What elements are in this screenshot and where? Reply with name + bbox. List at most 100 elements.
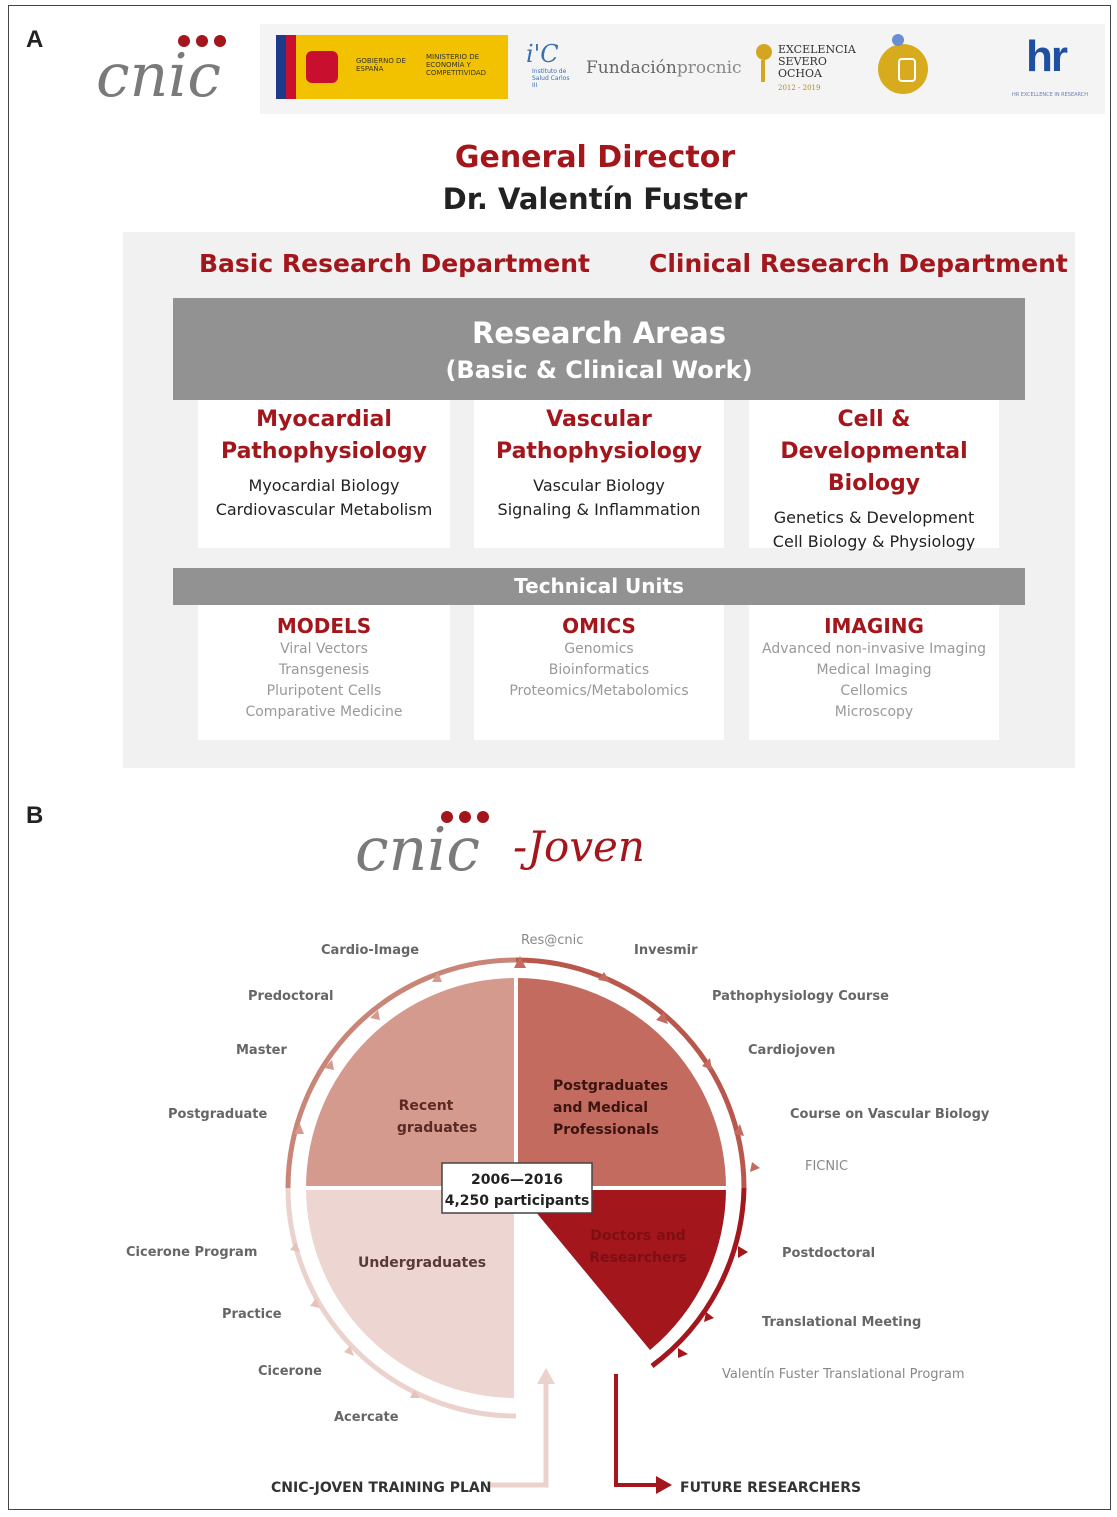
unit-title: MODELS (276, 614, 372, 638)
research-areas-header: Research Areas (Basic & Clinical Work) (173, 298, 1025, 400)
participants-box (441, 1162, 593, 1214)
cnic-joven-logo-dots (441, 808, 495, 827)
gobierno-text: GOBIERNO DE ESPAÑA (356, 57, 406, 73)
panel-b-label: B (26, 802, 44, 829)
cnic-joven-logo: cnic -Joven (355, 808, 685, 888)
area-title-line: Vascular (546, 407, 652, 432)
area-subtopic: Signaling & Inflammation (497, 500, 701, 519)
cnic-joven-logo-text: cnic (355, 815, 481, 885)
program-valentin-fuster-translational: Valentín Fuster Translational Program (722, 1367, 965, 1382)
isciii-text: Instituto de Salud Carlos III (532, 68, 570, 89)
program-ficnic: FICNIC (805, 1159, 848, 1174)
hr-excellence-logo: hr HR EXCELLENCE IN RESEARCH (1000, 32, 1100, 112)
spain-government-logo: GOBIERNO DE ESPAÑA MINISTERIO DE ECONOMÍ… (276, 35, 508, 99)
unit-item: Advanced non-invasive Imaging (761, 641, 986, 657)
area-title-line: Pathophysiology (496, 439, 702, 464)
excelencia-years: 2012 - 2019 (778, 84, 821, 92)
quadrant-undergraduates (306, 1188, 516, 1398)
excelencia-line: EXCELENCIA (778, 43, 856, 56)
unit-title: OMICS (562, 614, 636, 638)
years-label: 2006—2016 (471, 1172, 563, 1188)
area-subtopic: Myocardial Biology (248, 476, 400, 495)
cnic-logo: cnic (96, 30, 256, 110)
cnic-logo-text: cnic (96, 41, 222, 111)
technical-unit-models: MODELS Viral Vectors Transgenesis Plurip… (198, 605, 450, 740)
unit-item: Genomics (564, 641, 634, 657)
ring-ticks (514, 956, 760, 1172)
technical-units-header: Technical Units (173, 568, 1025, 605)
program-invesmir: Invesmir (634, 943, 698, 958)
unit-item: Medical Imaging (816, 662, 932, 678)
training-plan-label: CNIC-JOVEN TRAINING PLAN (271, 1480, 491, 1496)
undergraduates-label: Undergraduates (358, 1255, 486, 1271)
ministerio-text: MINISTERIO DE ECONOMÍA Y COMPETITIVIDAD (426, 53, 487, 77)
ring-postgrad (515, 957, 747, 1189)
isciii-mark-icon: i'C (526, 40, 559, 68)
unit-item: Pluripotent Cells (266, 683, 382, 699)
partner-logo-strip: GOBIERNO DE ESPAÑA MINISTERIO DE ECONOMÍ… (260, 24, 1105, 114)
unit-item: Bioinformatics (548, 662, 650, 678)
area-title-line: Biology (827, 471, 921, 496)
program-master: Master (236, 1043, 287, 1058)
unit-item: Comparative Medicine (245, 704, 403, 720)
excelencia-line: OCHOA (778, 67, 822, 80)
unit-item: Viral Vectors (280, 641, 368, 657)
program-practice: Practice (222, 1307, 282, 1322)
postgraduates-label: Professionals (553, 1122, 659, 1138)
participants-label: 4,250 participants (445, 1193, 590, 1209)
program-res-cnic: Res@cnic (521, 933, 583, 948)
severo-ochoa-logo: EXCELENCIA SEVERO OCHOA 2012 - 2019 (754, 38, 864, 104)
technical-unit-omics: OMICS Genomics Bioinformatics Proteomics… (474, 605, 724, 740)
area-subtopic: Genetics & Development (773, 508, 975, 527)
director-name: Dr. Valentín Fuster (442, 182, 748, 216)
unit-title: IMAGING (824, 614, 924, 638)
basic-research-department: Basic Research Department (199, 249, 590, 278)
training-plan-arrow (490, 1378, 549, 1488)
area-title-line: Cell & Developmental (780, 407, 968, 464)
program-cardio-image: Cardio-Image (321, 943, 419, 958)
panel-a-label: A (26, 26, 44, 53)
isciii-logo: i'C Instituto de Salud Carlos III (522, 38, 572, 100)
doctors-label: Researchers (589, 1250, 686, 1266)
hr-text: hr (1026, 32, 1068, 81)
program-cardiojoven: Cardiojoven (748, 1043, 835, 1058)
partner-circle-logo (878, 34, 928, 94)
unit-item: Proteomics/Metabolomics (509, 683, 689, 699)
recent-graduates-label: Recent (399, 1098, 454, 1114)
program-predoctoral: Predoctoral (248, 989, 333, 1004)
unit-item: Transgenesis (278, 662, 370, 678)
area-subtopic: Cell Biology & Physiology (772, 532, 976, 551)
program-postgraduate: Postgraduate (168, 1107, 267, 1122)
quadrant-postgraduates (516, 978, 726, 1188)
future-researchers-label: FUTURE RESEARCHERS (680, 1480, 861, 1496)
program-postdoctoral: Postdoctoral (782, 1246, 875, 1261)
recent-graduates-label: graduates (397, 1120, 477, 1136)
quadrant-doctors-researchers (516, 1188, 727, 1350)
coat-of-arms-icon (306, 51, 338, 83)
ring-recent (285, 957, 517, 1189)
postgraduates-label: Postgraduates (553, 1078, 668, 1094)
medal-icon (756, 44, 772, 60)
unit-item: Cellomics (840, 683, 908, 699)
area-title-line: Myocardial (256, 407, 392, 432)
research-areas-title: Research Areas (472, 316, 726, 350)
clinical-research-department: Clinical Research Department (649, 249, 1068, 278)
fundacion-text: Fundación (586, 58, 677, 78)
program-cicerone: Cicerone (258, 1364, 322, 1379)
postgraduates-label: and Medical (553, 1100, 648, 1116)
director-title: General Director (454, 140, 736, 175)
hr-sub-text: HR EXCELLENCE IN RESEARCH (1011, 92, 1089, 98)
doctors-label: Doctors and (590, 1228, 685, 1244)
program-cicerone-program: Cicerone Program (126, 1245, 257, 1260)
fundacion-procnic-logo: Fundaciónprocnic (586, 58, 742, 78)
ring-undergrad (285, 1187, 517, 1419)
quadrant-recent-graduates (306, 978, 516, 1188)
area-subtopic: Cardiovascular Metabolism (215, 500, 433, 519)
program-course-vascular-biology: Course on Vascular Biology (790, 1107, 990, 1122)
program-pathophysiology-course: Pathophysiology Course (712, 989, 889, 1004)
joven-script-text: -Joven (513, 822, 645, 871)
